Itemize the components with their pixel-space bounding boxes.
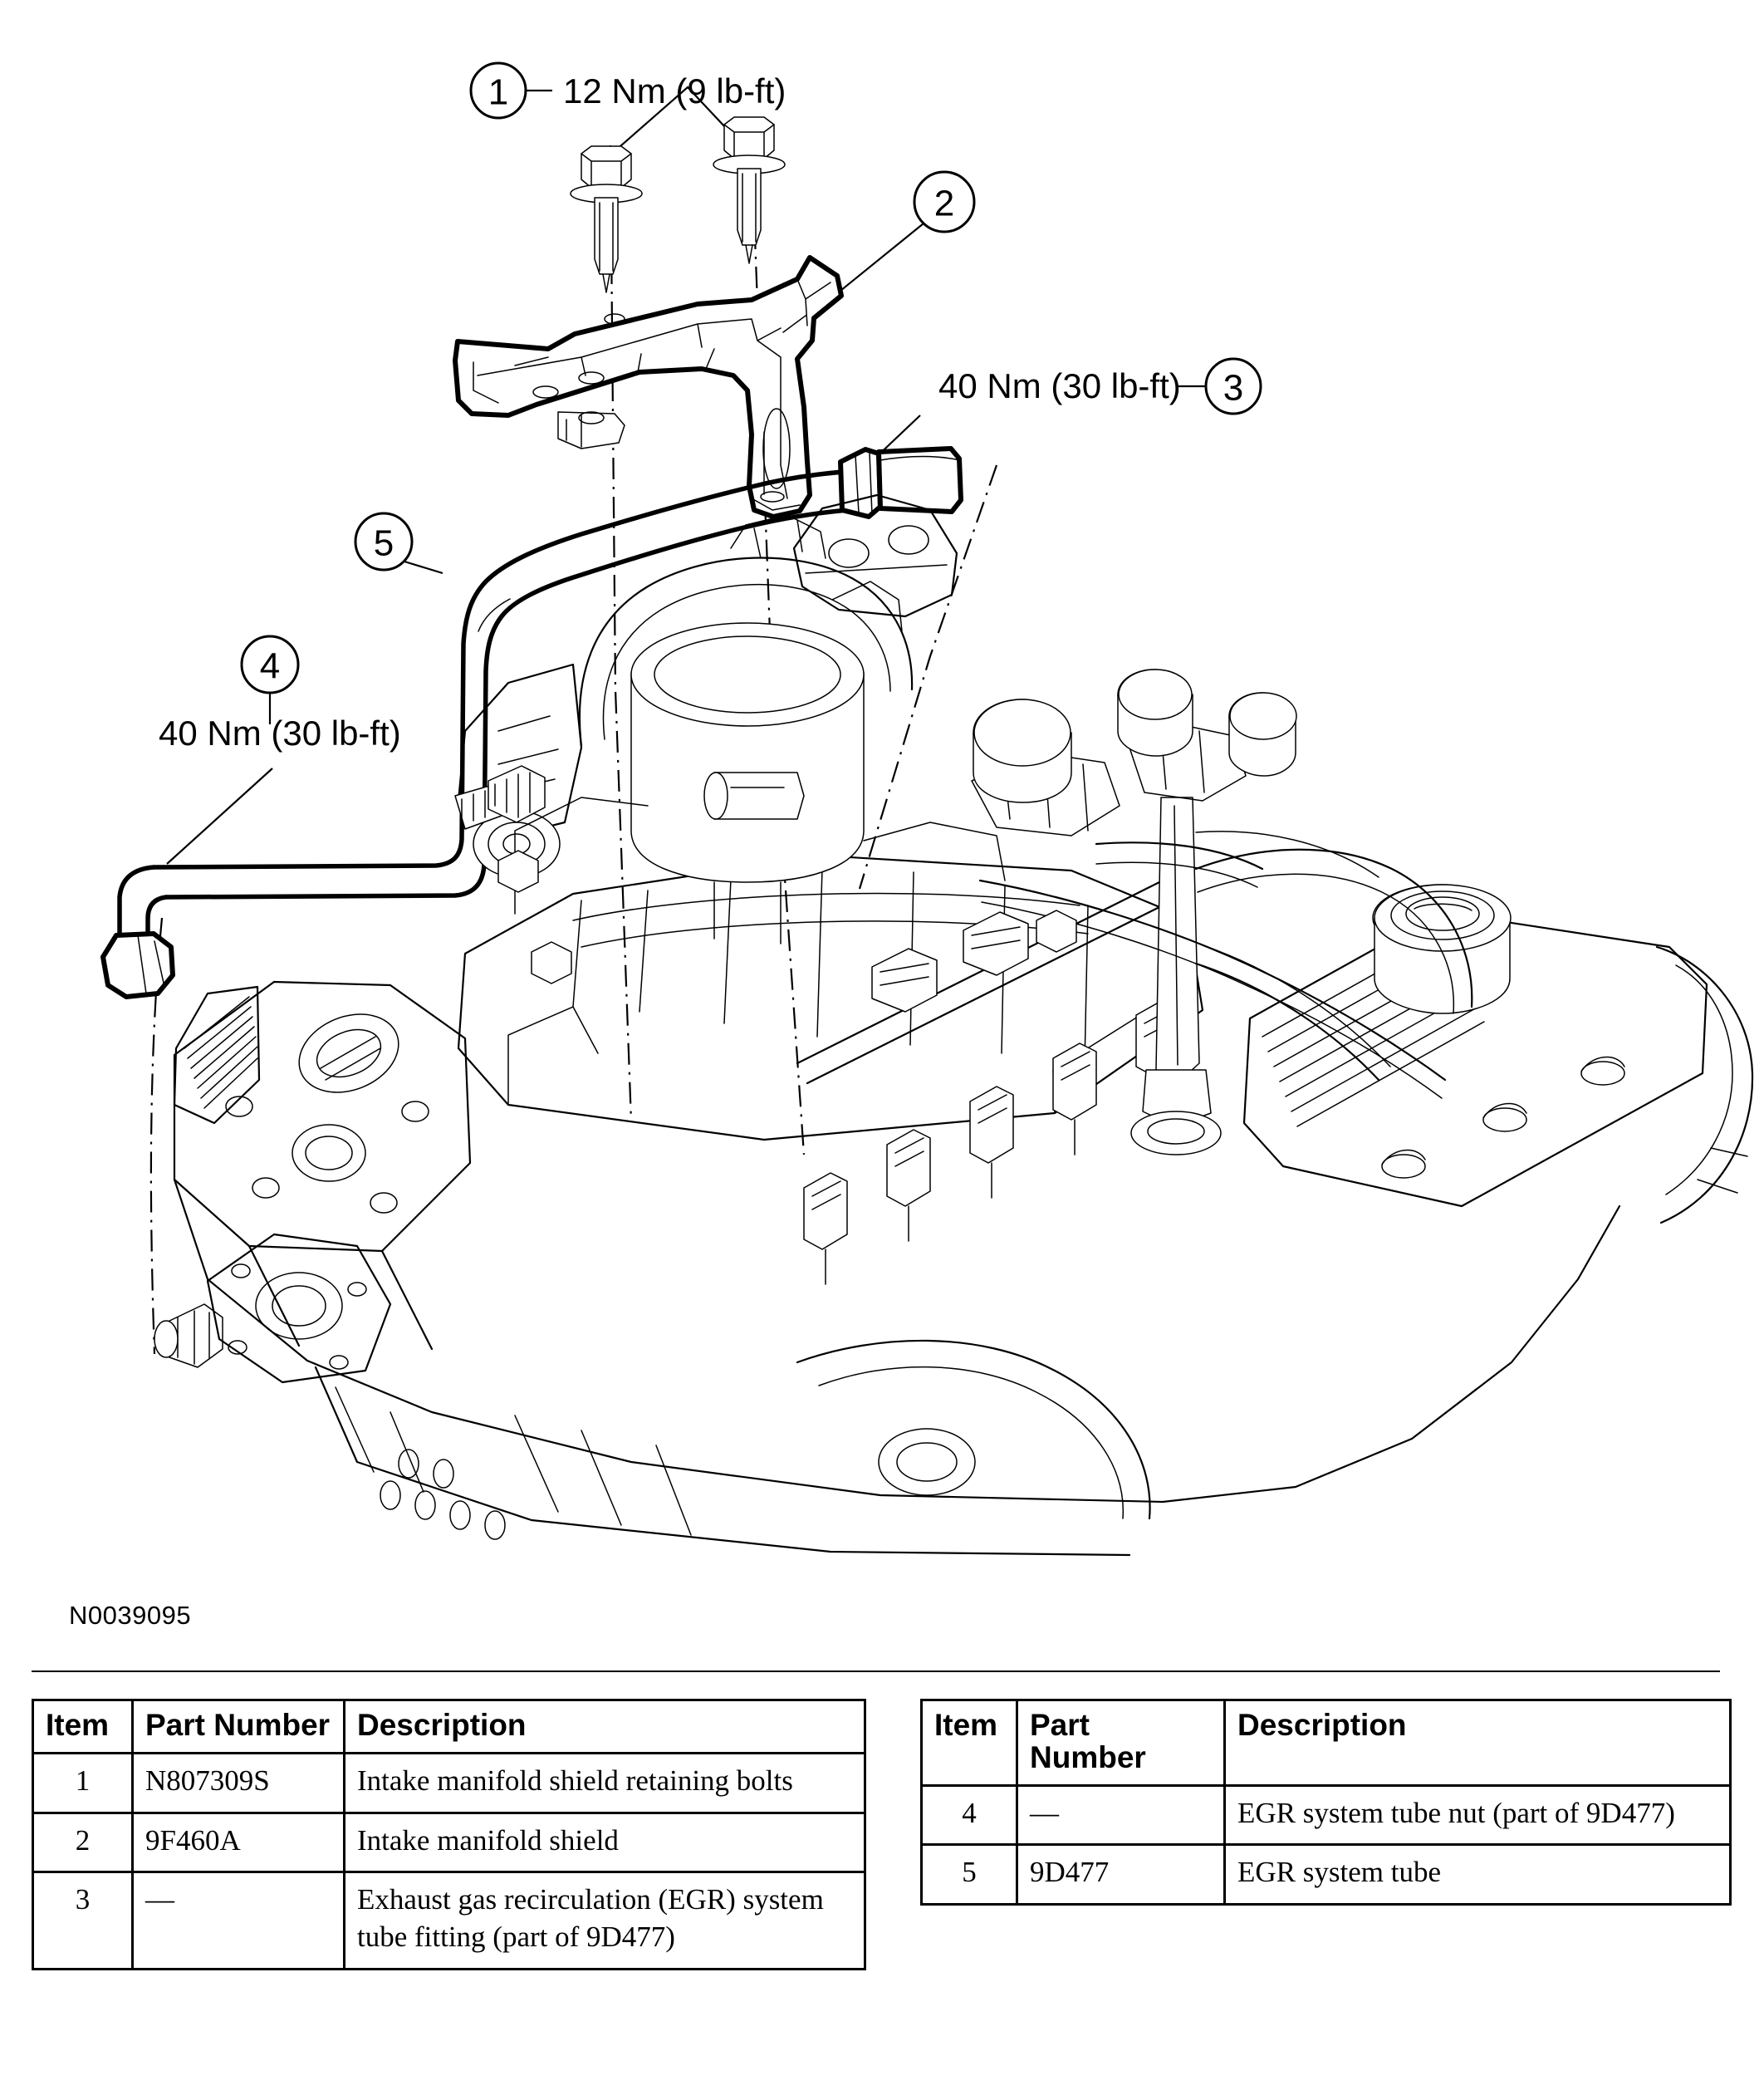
- table-row: 3 — Exhaust gas recirculation (EGR) syst…: [32, 1871, 866, 1971]
- pcv-hose: [1194, 848, 1473, 1014]
- plenum-sensors: [871, 911, 1029, 1013]
- egr-system-tube-nut: [100, 931, 175, 999]
- table-header-row: Item Part Number Description: [920, 1699, 1732, 1787]
- header-part-number: Part Number: [1016, 1699, 1226, 1787]
- cell-item: 4: [920, 1783, 1018, 1847]
- cell-part-number: —: [1016, 1783, 1226, 1847]
- vertical-tube-assembly: [1130, 797, 1222, 1155]
- parts-table-right-container: Item Part Number Description 4 — EGR sys…: [920, 1699, 1732, 1906]
- technical-illustration: 1 12 Nm (9 lb-ft): [100, 61, 1754, 1557]
- diagonal-coolant-tube: [1194, 944, 1391, 1082]
- right-valve-cover: [1242, 884, 1708, 1208]
- cell-part-number: 9F460A: [131, 1811, 345, 1874]
- callout-4-leader: [166, 768, 273, 865]
- right-accessory-cluster: [971, 669, 1297, 836]
- engine-top-center-detail: [497, 797, 1077, 984]
- cell-item: 1: [32, 1751, 134, 1814]
- cell-description: EGR system tube nut (part of 9D477): [1223, 1783, 1732, 1847]
- bolt-right: [713, 116, 786, 264]
- parts-table-right: Item Part Number Description 4 — EGR sys…: [920, 1699, 1732, 1906]
- left-intake-manifold: [173, 980, 472, 1253]
- table-row: 4 — EGR system tube nut (part of 9D477): [920, 1783, 1732, 1847]
- cell-item: 3: [32, 1871, 134, 1971]
- table-row: 5 9D477 EGR system tube: [920, 1843, 1732, 1906]
- section-divider: [32, 1670, 1720, 1672]
- cell-description: EGR system tube: [1223, 1843, 1732, 1906]
- front-cover-hatching: [173, 985, 261, 1125]
- callout-4-number: 4: [260, 646, 280, 687]
- engine-assembly: [154, 493, 1754, 1557]
- exploded-view-figure: 1 12 Nm (9 lb-ft): [100, 61, 1754, 1557]
- right-exhaust-manifold: [1655, 945, 1754, 1224]
- header-item: Item: [32, 1699, 134, 1754]
- cell-part-number: N807309S: [131, 1751, 345, 1814]
- parts-table-left: Item Part Number Description 1 N807309S …: [32, 1699, 866, 1971]
- callout-3-group: 3 40 Nm (30 lb-ft): [855, 357, 1262, 478]
- callout-2-group: 2: [840, 170, 976, 292]
- cell-item: 2: [32, 1811, 134, 1874]
- callout-5-circle[interactable]: [354, 512, 414, 572]
- bolt-left: [570, 145, 643, 293]
- cell-description: Exhaust gas recirculation (EGR) system t…: [343, 1871, 866, 1971]
- figure-id-label: N0039095: [69, 1601, 192, 1630]
- cell-description: Intake manifold shield retaining bolts: [343, 1751, 866, 1814]
- parts-table-left-container: Item Part Number Description 1 N807309S …: [32, 1699, 866, 1971]
- lower-left-sensor: [154, 1303, 223, 1368]
- callout-5-leader: [404, 560, 443, 575]
- intake-manifold-shield-retaining-bolts: [570, 116, 786, 293]
- cell-item: 5: [920, 1843, 1018, 1906]
- left-connector-block: [488, 765, 546, 823]
- callout-4-group: 4 40 Nm (30 lb-ft): [159, 635, 401, 865]
- header-description: Description: [1223, 1699, 1732, 1787]
- cell-description: Intake manifold shield: [343, 1811, 866, 1874]
- header-part-number: Part Number: [131, 1699, 345, 1754]
- header-item: Item: [920, 1699, 1018, 1787]
- table-row: 1 N807309S Intake manifold shield retain…: [32, 1751, 866, 1814]
- left-block-face: [206, 1233, 392, 1384]
- engine-block-lower: [173, 1178, 1621, 1557]
- cell-part-number: —: [131, 1871, 345, 1971]
- callout-2-circle[interactable]: [913, 170, 976, 233]
- callout-1-torque-label: 12 Nm (9 lb-ft): [563, 71, 786, 110]
- callout-5-number: 5: [374, 523, 394, 564]
- table-row: 2 9F460A Intake manifold shield: [32, 1811, 866, 1874]
- callout-3-number: 3: [1223, 368, 1243, 409]
- callout-3-torque-label: 40 Nm (30 lb-ft): [938, 366, 1181, 405]
- table-header-row: Item Part Number Description: [32, 1699, 866, 1754]
- callout-5-group: 5: [354, 512, 443, 575]
- callout-2-leader: [840, 223, 924, 292]
- throttle-body: [630, 622, 865, 883]
- callout-4-torque-label: 40 Nm (30 lb-ft): [159, 714, 401, 753]
- header-description: Description: [343, 1699, 866, 1754]
- egr-system-tube-fitting: [838, 446, 963, 519]
- upper-left-bracket: [792, 493, 958, 618]
- callout-2-number: 2: [934, 184, 954, 224]
- cell-part-number: 9D477: [1016, 1843, 1226, 1906]
- intake-manifold-shield: [453, 255, 844, 519]
- callout-1-number: 1: [488, 72, 508, 113]
